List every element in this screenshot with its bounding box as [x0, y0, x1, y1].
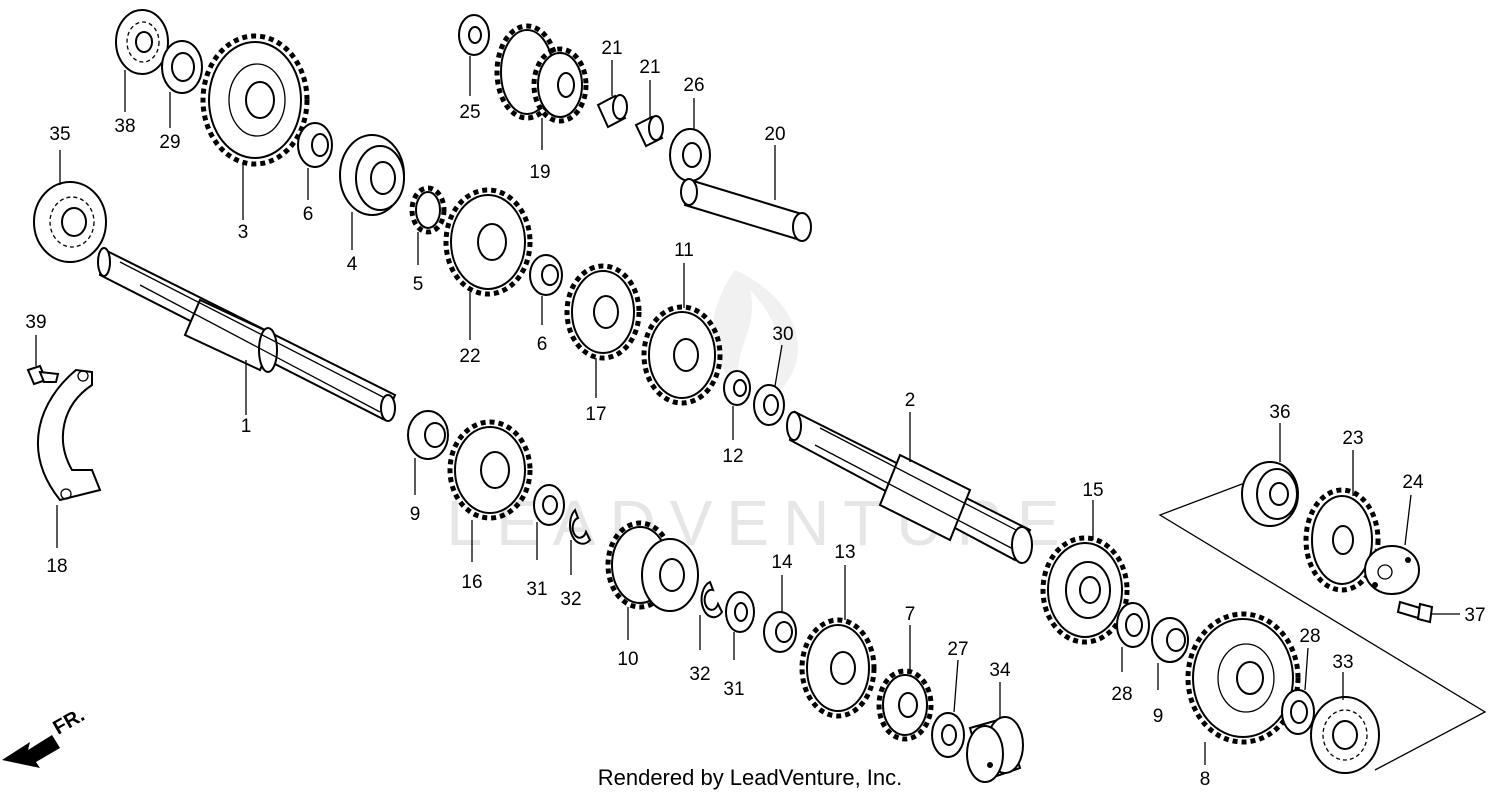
gear-4[interactable] — [339, 134, 405, 216]
label-part-9-left: 9 — [410, 504, 421, 525]
washer-26[interactable] — [669, 128, 711, 182]
bolt-37[interactable] — [1396, 600, 1434, 624]
bearing-35[interactable] — [33, 181, 107, 263]
label-part-9-right: 9 — [1153, 706, 1164, 727]
washer-31-top[interactable] — [533, 484, 565, 526]
label-part-7: 7 — [905, 604, 916, 625]
label-part-19: 19 — [529, 162, 550, 183]
bushing-9-left[interactable] — [407, 410, 449, 460]
label-part-32-bottom: 32 — [689, 664, 710, 685]
label-part-20: 20 — [764, 124, 785, 145]
label-part-22: 22 — [459, 346, 480, 367]
circlip-32-top[interactable] — [569, 508, 592, 545]
label-part-31-top: 31 — [526, 579, 547, 600]
needle-bearing-21b[interactable] — [634, 115, 664, 148]
washer-30[interactable] — [753, 384, 785, 426]
gear-13[interactable] — [799, 617, 877, 719]
sprocket-23[interactable] — [1303, 487, 1381, 593]
gear-7[interactable] — [876, 668, 934, 742]
label-part-30: 30 — [772, 324, 793, 345]
gear-19[interactable] — [494, 23, 589, 124]
label-part-21-b: 21 — [639, 57, 660, 78]
bearing-36[interactable] — [1241, 461, 1299, 527]
label-part-5: 5 — [413, 274, 424, 295]
washer-31-bottom[interactable] — [725, 591, 755, 633]
label-part-3: 3 — [238, 222, 249, 243]
label-part-39: 39 — [25, 312, 46, 333]
gear-15[interactable] — [1040, 535, 1130, 645]
label-part-15: 15 — [1082, 480, 1103, 501]
washer-28-right[interactable] — [1281, 689, 1315, 735]
label-part-17: 17 — [585, 404, 606, 425]
label-part-37: 37 — [1464, 605, 1485, 626]
gear-16[interactable] — [447, 419, 533, 521]
label-part-33: 33 — [1332, 652, 1353, 673]
label-part-10: 10 — [617, 649, 638, 670]
fixing-plate-24[interactable] — [1364, 545, 1420, 595]
front-direction-arrow-icon — [2, 735, 60, 768]
label-part-36: 36 — [1269, 402, 1290, 423]
gear-22[interactable] — [443, 187, 533, 297]
washer-27[interactable] — [931, 712, 965, 758]
label-part-4: 4 — [347, 254, 358, 275]
label-part-32-top: 32 — [560, 589, 581, 610]
label-part-38: 38 — [114, 116, 135, 137]
label-part-27: 27 — [947, 639, 968, 660]
gear-5[interactable] — [409, 185, 447, 235]
watermark-logo — [712, 270, 799, 400]
bushing-9-right[interactable] — [1151, 617, 1189, 663]
credit-text: Rendered by LeadVenture, Inc. — [598, 765, 903, 790]
gear-3[interactable] — [200, 33, 310, 167]
direction-label: FR. — [50, 704, 89, 739]
washer-28-left[interactable] — [1116, 602, 1150, 648]
bushing-6-top[interactable] — [297, 122, 333, 168]
mainshaft[interactable] — [97, 247, 397, 422]
label-part-23: 23 — [1342, 428, 1363, 449]
label-part-16: 16 — [461, 572, 482, 593]
label-part-25: 25 — [459, 102, 480, 123]
label-part-34: 34 — [989, 660, 1011, 681]
group-bracket — [1158, 477, 1487, 771]
bolt-39[interactable] — [26, 364, 60, 386]
countershaft[interactable] — [786, 410, 1033, 564]
label-part-8: 8 — [1200, 769, 1211, 790]
label-part-28-left: 28 — [1111, 684, 1132, 705]
bearing-34[interactable] — [966, 716, 1024, 783]
bearing-38[interactable] — [115, 9, 169, 75]
bushing-12[interactable] — [723, 370, 751, 406]
label-part-13: 13 — [834, 542, 855, 563]
label-part-14: 14 — [771, 552, 793, 573]
label-part-6-top: 6 — [303, 204, 314, 225]
label-part-2: 2 — [905, 390, 916, 411]
circlip-32-bottom[interactable] — [700, 580, 724, 619]
label-part-28-right: 28 — [1299, 626, 1320, 647]
label-part-35: 35 — [49, 124, 70, 145]
countershaft-pin-20[interactable] — [680, 178, 812, 242]
washer-29[interactable] — [161, 40, 203, 94]
gear-11[interactable] — [641, 304, 723, 406]
bushing-14[interactable] — [763, 611, 797, 653]
gear-10[interactable] — [605, 520, 699, 612]
stopper-plate-18[interactable] — [36, 368, 102, 502]
label-part-12: 12 — [722, 446, 743, 467]
needle-bearing-21a[interactable] — [596, 94, 628, 129]
label-part-18: 18 — [46, 556, 67, 577]
label-part-31-bottom: 31 — [723, 679, 744, 700]
label-part-6-mid: 6 — [537, 334, 548, 355]
label-part-26: 26 — [683, 75, 704, 96]
gear-8[interactable] — [1185, 611, 1301, 745]
bearing-33[interactable] — [1310, 696, 1380, 774]
label-part-11: 11 — [674, 240, 694, 261]
label-part-21-a: 21 — [601, 38, 622, 59]
gear-17[interactable] — [564, 263, 642, 361]
bushing-6-mid[interactable] — [529, 254, 563, 296]
label-part-1: 1 — [241, 416, 252, 437]
label-part-29: 29 — [159, 132, 180, 153]
label-part-24: 24 — [1402, 472, 1424, 493]
washer-25[interactable] — [458, 14, 490, 56]
